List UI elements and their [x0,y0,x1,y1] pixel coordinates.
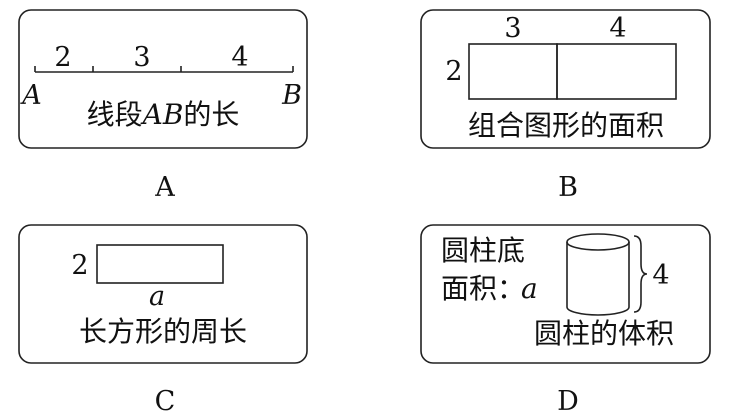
panel-b-frame [420,9,711,149]
panel-d-frame [420,224,711,364]
panel-c: 2 a 长方形的周长 [18,224,308,364]
point-b-label: B [281,80,302,111]
segment-length-2: 3 [133,42,150,73]
panel-c-frame [18,224,308,364]
panel-a-frame [18,9,308,149]
panel-a-caption: 线段AB的长 [87,98,240,131]
option-d-letter: D [557,386,579,417]
top-left-length: 3 [504,13,521,44]
rectangle [96,244,224,284]
rect-left [468,43,558,100]
side-length: 2 [445,56,462,87]
option-c-letter: C [155,386,176,417]
segment-length-3: 4 [231,42,248,73]
segment-length-1: 2 [54,42,71,73]
option-b-letter: B [558,172,578,203]
panel-b: 3 4 2 组合图形的面积 [420,9,711,149]
panel-a: 2 3 4 A B 线段AB的长 [18,9,308,149]
cylinder-height-label: 4 [652,260,669,291]
top-right-length: 4 [609,13,626,44]
rectangle-length-label: a [149,281,165,312]
base-area-label-line1: 圆柱底 [441,234,525,267]
rect-right [556,43,677,100]
base-area-label-line2: 面积：a [441,272,538,305]
height-brace-icon [633,235,648,313]
option-a-letter: A [154,172,175,203]
panel-d-caption: 圆柱的体积 [534,317,674,350]
cylinder-icon [566,233,630,316]
panel-d: 圆柱底 面积：a 4 圆柱的体积 [420,224,711,364]
point-a-label: A [19,80,42,111]
panel-b-caption: 组合图形的面积 [468,109,664,142]
panel-c-caption: 长方形的周长 [79,315,247,348]
rectangle-width-label: 2 [71,250,88,281]
